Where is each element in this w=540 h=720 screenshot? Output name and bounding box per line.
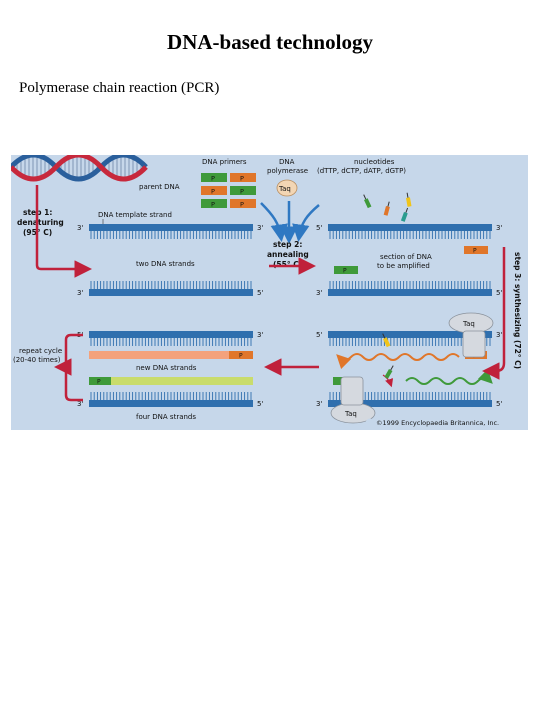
two-strands-label: two DNA strands <box>136 260 195 268</box>
taq-lower-body <box>340 376 364 406</box>
dna-polymerase-label-line2: polymerase <box>267 167 308 175</box>
repeat-label-line1: repeat cycle <box>19 347 62 355</box>
primer-legend: P P P P P P <box>201 173 256 209</box>
primer-p-label: P <box>211 175 215 183</box>
taq-label: Taq <box>278 185 291 193</box>
dna-strand: 3' 3' <box>77 224 263 239</box>
incoming-nucleotide-arrow <box>382 374 394 388</box>
parent-dna-label: parent DNA <box>139 183 180 191</box>
strand-end-label: 3' <box>316 400 322 408</box>
new-strand-green-primer <box>89 377 111 385</box>
primer-p-label: P <box>211 201 215 209</box>
strand-end-label: 5' <box>496 400 502 408</box>
strand-end-label: 3' <box>496 331 502 339</box>
dna-polymerase-label-line1: DNA <box>279 158 295 166</box>
left-strand-group: 3'3'3'5'5'3'3'5' <box>77 224 263 408</box>
strand-end-label: 5' <box>316 331 322 339</box>
strand-end-label: 3' <box>257 224 263 232</box>
primer-p-label: P <box>240 175 244 183</box>
strand-end-label: 5' <box>316 224 322 232</box>
dna-strand: 5' 3' <box>316 224 502 239</box>
dna-strand: 3' 5' <box>316 281 502 297</box>
strand-end-label: 3' <box>257 331 263 339</box>
step1-arrow <box>35 185 92 278</box>
strand-end-label: 3' <box>77 400 83 408</box>
dna-strand: 5'3' <box>77 331 263 346</box>
new-strand-lime <box>111 377 253 385</box>
copyright-text: ©1999 Encyclopaedia Britannica, Inc. <box>376 419 499 427</box>
slide-subtitle: Polymerase chain reaction (PCR) <box>19 80 220 96</box>
primer-p-label: P <box>343 268 347 275</box>
slide-title: DNA-based technology <box>167 30 373 54</box>
step1-label-line2: denaturing <box>17 218 64 227</box>
strand-end-label: 3' <box>77 289 83 297</box>
strand-end-label: 3' <box>496 224 502 232</box>
new-strand-orange-primer <box>229 351 253 359</box>
pcr-diagram: parent DNA DNA primers P P P P P P DNA p… <box>11 155 528 430</box>
primer-p-label: P <box>240 201 244 209</box>
nucleotide-icons <box>363 192 412 222</box>
strand-end-label: 5' <box>257 289 263 297</box>
step2-label-line1: step 2: <box>273 240 302 249</box>
dna-strand: 3' 5' <box>77 281 263 297</box>
annealed-orange-primer <box>464 246 488 254</box>
reagent-arrows <box>260 201 320 244</box>
nucleotides-label-line2: (dTTP, dCTP, dATP, dGTP) <box>317 167 406 175</box>
section-label-line1: section of DNA <box>380 253 432 261</box>
orange-nucleotide-wave <box>336 353 460 370</box>
taq-label: Taq <box>344 410 357 418</box>
strand-end-label: 5' <box>257 400 263 408</box>
taq-label: Taq <box>462 320 475 328</box>
nucleotides-label-line1: nucleotides <box>354 158 395 166</box>
strand-end-label: 5' <box>496 289 502 297</box>
annealed-green-primer <box>334 266 358 274</box>
step2-label-line3: (55° C) <box>273 260 302 269</box>
green-nucleotide-wave <box>405 368 493 385</box>
primer-p-label: P <box>239 353 243 360</box>
section-label-line2: to be amplified <box>377 262 430 270</box>
parent-dna-helix <box>11 155 148 182</box>
new-strands-label: new DNA strands <box>136 364 197 372</box>
new-strand-salmon <box>89 351 229 359</box>
dna-primers-label: DNA primers <box>202 158 247 166</box>
template-strand-label: DNA template strand <box>98 211 172 219</box>
repeat-label-line2: (20-40 times) <box>13 356 61 364</box>
primer-p-label: P <box>97 379 101 386</box>
primer-p-label: P <box>240 188 244 196</box>
dna-strand: 3' 5' <box>77 392 263 408</box>
step3-arrow <box>482 247 506 380</box>
step3-label: step 3: synthesizing (72° C) <box>513 252 522 369</box>
strand-end-label: 3' <box>77 224 83 232</box>
primer-p-label: P <box>473 248 477 255</box>
strand-end-label: 3' <box>316 289 322 297</box>
step2-label-line2: annealing <box>267 250 309 259</box>
taq-polymerase-icon <box>276 179 298 197</box>
primer-p-label: P <box>211 188 215 196</box>
four-strands-label: four DNA strands <box>136 413 196 421</box>
taq-upper-body <box>462 330 486 358</box>
